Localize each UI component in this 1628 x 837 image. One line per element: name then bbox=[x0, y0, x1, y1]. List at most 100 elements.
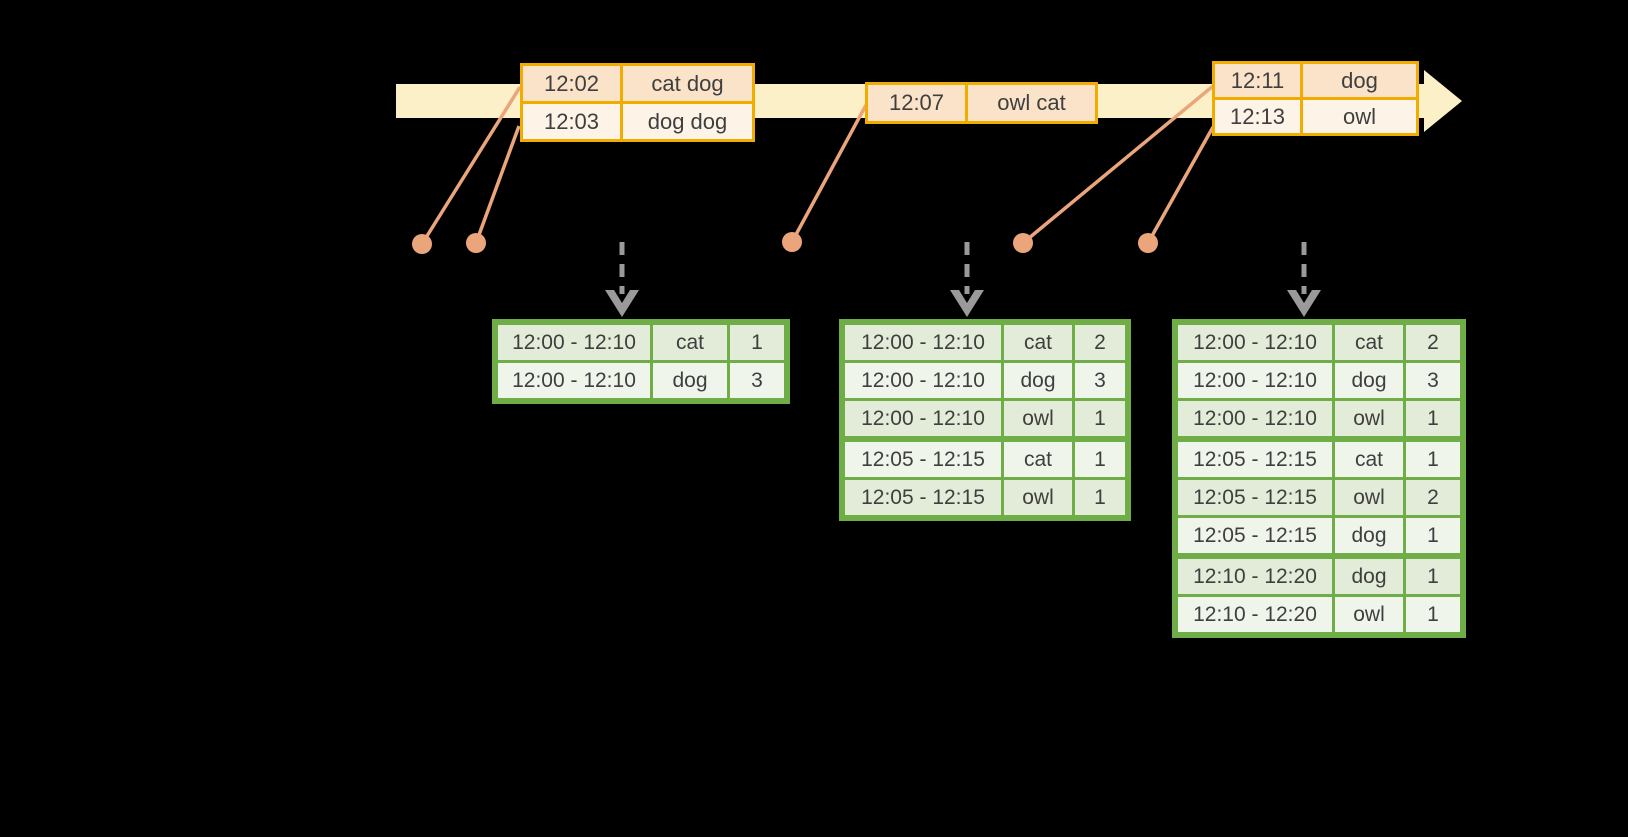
time-cell: 12:07 bbox=[865, 82, 968, 124]
window-cell: 12:00 - 12:10 bbox=[1173, 360, 1335, 401]
event-dot bbox=[412, 234, 432, 254]
trigger-arrow bbox=[1287, 242, 1321, 317]
time-cell: 12:11 bbox=[1212, 61, 1303, 100]
window-cell: 12:00 - 12:10 bbox=[493, 320, 653, 363]
trigger-arrows bbox=[605, 242, 1321, 317]
word-cell: cat bbox=[1332, 320, 1406, 363]
time-cell: 12:13 bbox=[1212, 97, 1303, 136]
count-cell: 1 bbox=[1403, 436, 1465, 480]
words-cell: dog bbox=[1300, 61, 1419, 100]
time-cell: 12:02 bbox=[520, 63, 623, 104]
word-cell: dog bbox=[1001, 360, 1075, 401]
word-cell: dog bbox=[1332, 515, 1406, 558]
word-cell: owl bbox=[1332, 477, 1406, 518]
count-cell: 2 bbox=[1072, 320, 1130, 363]
trigger-arrow bbox=[950, 242, 984, 317]
word-cell: dog bbox=[650, 360, 730, 403]
word-cell: dog bbox=[1332, 553, 1406, 597]
count-cell: 3 bbox=[1072, 360, 1130, 401]
count-cell: 1 bbox=[727, 320, 789, 363]
count-cell: 1 bbox=[1072, 477, 1130, 520]
words-cell: dog dog bbox=[620, 101, 755, 142]
event-connector-line bbox=[474, 125, 521, 244]
word-cell: cat bbox=[1001, 436, 1075, 480]
event-connector-lines bbox=[420, 84, 1215, 245]
word-cell: cat bbox=[1001, 320, 1075, 363]
window-cell: 12:05 - 12:15 bbox=[840, 477, 1004, 520]
event-dot bbox=[1138, 233, 1158, 253]
count-cell: 1 bbox=[1403, 398, 1465, 441]
event-connector-line bbox=[790, 104, 868, 243]
count-cell: 1 bbox=[1403, 553, 1465, 597]
word-cell: dog bbox=[1332, 360, 1406, 401]
words-cell: owl cat bbox=[965, 82, 1098, 124]
words-cell: owl bbox=[1300, 97, 1419, 136]
window-cell: 12:00 - 12:10 bbox=[840, 398, 1004, 441]
time-cell: 12:03 bbox=[520, 101, 623, 142]
event-dots bbox=[412, 232, 1158, 254]
window-cell: 12:00 - 12:10 bbox=[493, 360, 653, 403]
event-dot bbox=[466, 233, 486, 253]
count-cell: 1 bbox=[1072, 436, 1130, 480]
word-cell: owl bbox=[1332, 594, 1406, 637]
event-connector-line bbox=[1146, 126, 1215, 244]
window-cell: 12:05 - 12:15 bbox=[1173, 515, 1335, 558]
window-cell: 12:00 - 12:10 bbox=[840, 360, 1004, 401]
count-cell: 3 bbox=[727, 360, 789, 403]
window-cell: 12:05 - 12:15 bbox=[840, 436, 1004, 480]
count-cell: 1 bbox=[1403, 594, 1465, 637]
window-cell: 12:05 - 12:15 bbox=[1173, 477, 1335, 518]
window-cell: 12:00 - 12:10 bbox=[1173, 398, 1335, 441]
count-cell: 1 bbox=[1403, 515, 1465, 558]
count-cell: 1 bbox=[1072, 398, 1130, 441]
window-cell: 12:05 - 12:15 bbox=[1173, 436, 1335, 480]
window-cell: 12:00 - 12:10 bbox=[1173, 320, 1335, 363]
word-cell: cat bbox=[1332, 436, 1406, 480]
count-cell: 2 bbox=[1403, 477, 1465, 518]
event-dot bbox=[782, 232, 802, 252]
event-connector-line bbox=[1021, 84, 1215, 245]
event-connector-line bbox=[420, 86, 522, 245]
word-cell: owl bbox=[1332, 398, 1406, 441]
window-cell: 12:10 - 12:20 bbox=[1173, 594, 1335, 637]
word-cell: owl bbox=[1001, 477, 1075, 520]
window-cell: 12:10 - 12:20 bbox=[1173, 553, 1335, 597]
count-cell: 3 bbox=[1403, 360, 1465, 401]
word-cell: owl bbox=[1001, 398, 1075, 441]
timeline-arrowhead-icon bbox=[1424, 70, 1462, 132]
word-cell: cat bbox=[650, 320, 730, 363]
count-cell: 2 bbox=[1403, 320, 1465, 363]
window-cell: 12:00 - 12:10 bbox=[840, 320, 1004, 363]
